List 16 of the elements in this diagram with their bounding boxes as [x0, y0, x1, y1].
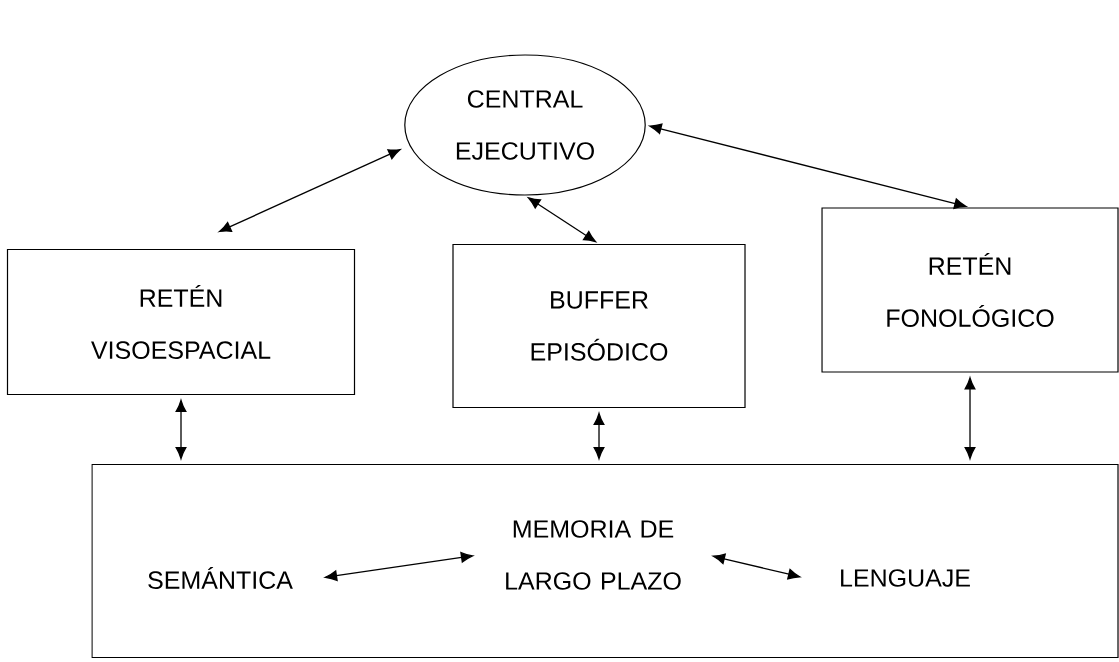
- arrow: [324, 552, 474, 582]
- arrow: [175, 399, 187, 460]
- node-label: SEMÁNTICA: [148, 567, 293, 589]
- arrow: [528, 197, 596, 243]
- node-label: LENGUAJE: [841, 569, 970, 587]
- process-box: RETÉN FONOLÓGICO: [821, 207, 1119, 373]
- container-box: [91, 463, 1119, 659]
- ellipse-node: CENTRAL EJECUTIVO: [404, 54, 646, 196]
- arrow: [712, 553, 801, 580]
- process-box: BUFFER EPISÓDICO: [452, 243, 746, 409]
- arrow: [593, 412, 605, 460]
- arrow: [649, 123, 967, 209]
- process-box: RETÉN VISOESPACIAL: [6, 248, 356, 396]
- arrow: [964, 377, 976, 460]
- node-label: MEMORIA DE LARGO PLAZO: [506, 520, 681, 590]
- arrow: [218, 149, 401, 233]
